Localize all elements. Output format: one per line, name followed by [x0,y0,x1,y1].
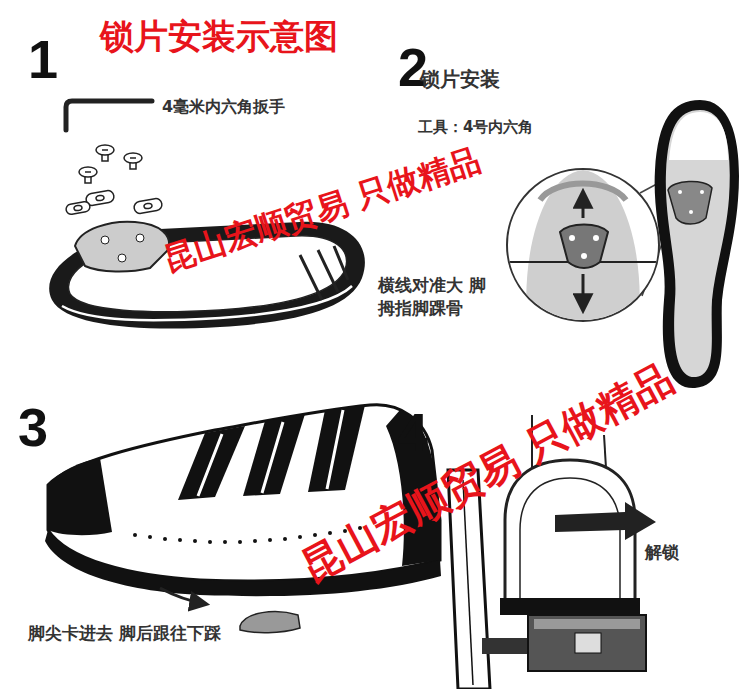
section-heading: 锁片安装 [420,68,500,90]
instruction-note: 解锁 [645,543,679,562]
label-holder: 1 [28,30,58,89]
label-holder: 工具：4号内六角 [418,118,533,136]
step-number: 4 [398,403,428,462]
instruction-note: 横线对准大 脚拇指脚踝骨 [378,274,490,320]
bolts-and-washers [65,145,163,215]
label-holder: 3 [18,398,48,457]
label-holder: 脚尖卡进去 脚后跟往下踩 [28,624,221,643]
diagram-title: 锁片安装示意图 [100,14,338,60]
label-holder: 解锁 [645,543,679,562]
step-number: 3 [18,398,48,457]
label-holder: 4 [398,403,428,462]
magnifier [500,169,670,330]
instruction-note: 脚尖卡进去 脚后跟往下踩 [28,624,221,643]
hex-key [66,101,152,130]
cleat [75,222,169,272]
step-number: 1 [28,30,58,89]
label-holder: 横线对准大 脚拇指脚踝骨 [378,274,490,320]
title-holder: 锁片安装示意图 [100,14,338,60]
tool-label: 4毫米内六角扳手 [162,98,285,116]
label-holder: 锁片安装 [420,68,500,90]
tool-label: 工具：4号内六角 [418,119,533,136]
shoe-sole-bottom [655,100,739,388]
label-holder: 4毫米内六角扳手 [162,98,285,116]
